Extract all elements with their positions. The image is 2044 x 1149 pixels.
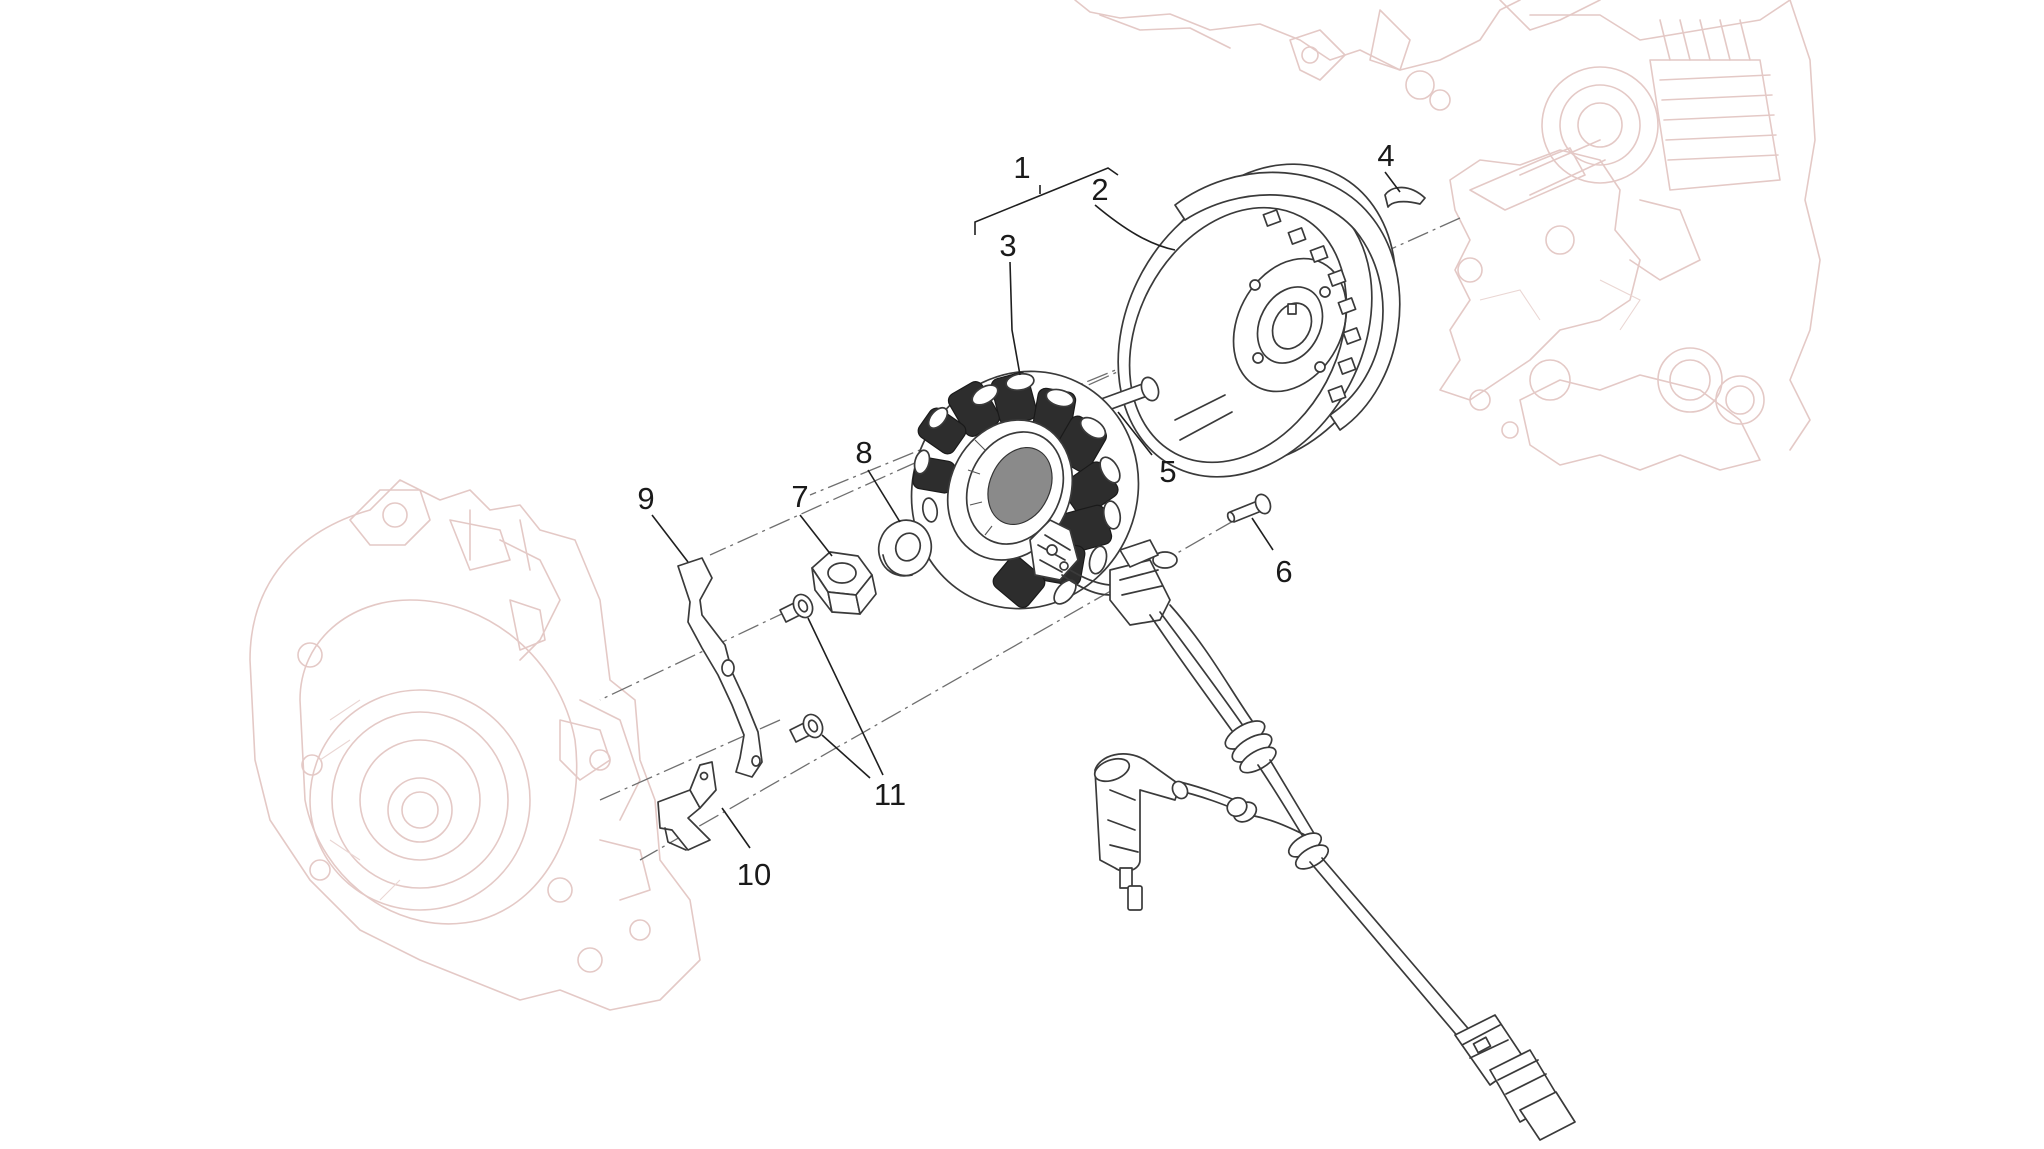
main-axis-line <box>709 217 1461 556</box>
bolt-short <box>1226 493 1272 523</box>
callout-labels: 1 2 3 4 5 6 7 8 9 10 11 <box>637 138 1394 892</box>
leader-7 <box>799 514 833 557</box>
leader-10 <box>721 807 751 849</box>
spark-plug-cap <box>1093 753 1189 911</box>
callout-11: 11 <box>874 777 906 812</box>
callout-9: 9 <box>637 481 654 516</box>
hex-nut <box>811 551 877 615</box>
callout-2: 2 <box>1091 172 1108 207</box>
leader-1-bracket <box>974 167 1119 235</box>
wire-clamp <box>657 761 717 851</box>
wiring-harness <box>1061 539 1576 1141</box>
callout-4: 4 <box>1377 138 1394 173</box>
cable-guide-bracket <box>677 557 763 778</box>
leader-3 <box>1009 261 1021 376</box>
leader-9 <box>651 514 689 563</box>
woodruff-key <box>1384 186 1426 208</box>
screw-lower <box>789 713 824 743</box>
leader-5 <box>1117 411 1153 456</box>
stator-assembly <box>910 370 1140 610</box>
leader-2 <box>1094 204 1176 251</box>
leader-8 <box>867 469 901 523</box>
leader-lines <box>651 167 1401 849</box>
callout-6: 6 <box>1275 554 1292 589</box>
leader-4 <box>1384 171 1401 193</box>
bracket-axis-line <box>599 719 781 801</box>
upper-left-axis-line <box>599 609 791 701</box>
callout-1: 1 <box>1013 150 1030 185</box>
callout-5: 5 <box>1159 454 1176 489</box>
rotor-slots <box>1262 209 1362 403</box>
main-connector-plug <box>1454 1014 1576 1141</box>
screw-upper <box>779 593 814 623</box>
callout-8: 8 <box>855 435 872 470</box>
engine-block-ghost <box>1074 0 1821 471</box>
stator-pole-tips <box>913 372 1122 605</box>
washer <box>877 519 933 577</box>
leader-11a <box>807 617 884 776</box>
leader-6 <box>1251 517 1274 551</box>
callout-3: 3 <box>999 228 1016 263</box>
flywheel-rotor <box>1117 163 1401 478</box>
callout-7: 7 <box>791 479 808 514</box>
callout-10: 10 <box>737 857 771 892</box>
leader-11b <box>821 734 871 779</box>
crankcase-cover-ghost <box>249 479 701 1011</box>
